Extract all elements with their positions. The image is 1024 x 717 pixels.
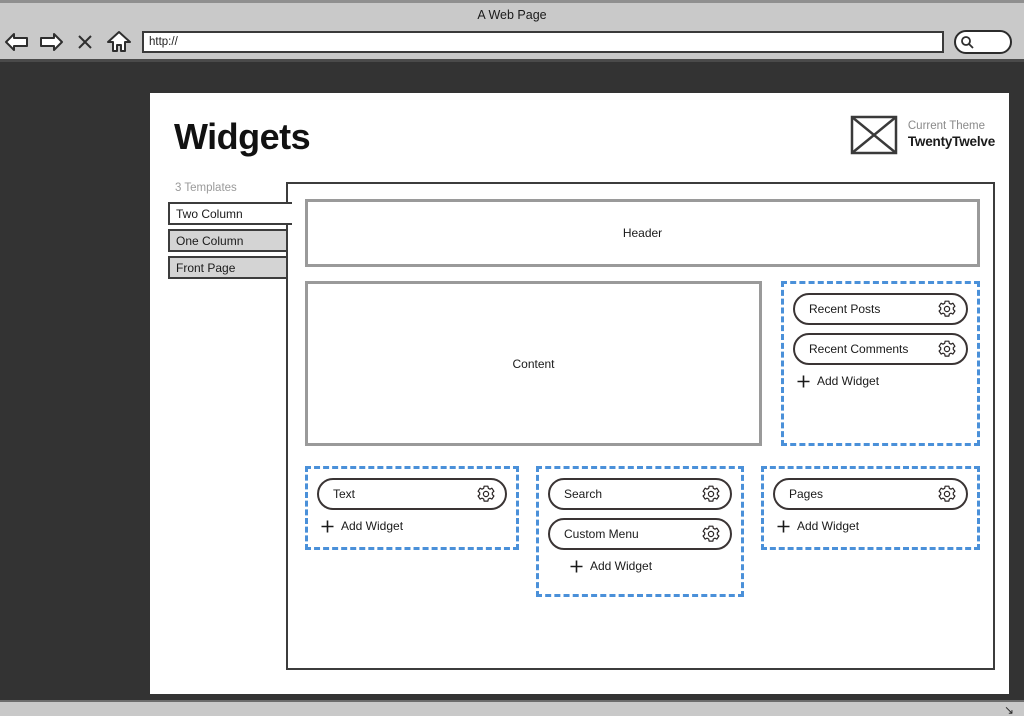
tab-front-page[interactable]: Front Page xyxy=(168,256,288,279)
add-widget-button[interactable]: Add Widget xyxy=(321,519,507,533)
layout-box-label: Content xyxy=(512,356,555,371)
dropzone-footer-three[interactable]: Pages Add Widget xyxy=(761,466,980,550)
widget-recent-comments[interactable]: Recent Comments xyxy=(793,333,968,365)
widget-label: Custom Menu xyxy=(564,527,639,541)
widget-label: Text xyxy=(333,487,356,501)
back-arrow-icon[interactable] xyxy=(0,28,34,56)
browser-status-bar: ↘ xyxy=(0,700,1024,716)
forward-arrow-icon[interactable] xyxy=(34,28,68,56)
browser-toolbar: http:// xyxy=(0,25,1024,59)
dropzone-footer-two[interactable]: Search Custom Menu xyxy=(536,466,744,597)
gear-icon[interactable] xyxy=(937,299,957,319)
widget-custom-menu[interactable]: Custom Menu xyxy=(548,518,732,550)
add-widget-label: Add Widget xyxy=(817,374,880,388)
widget-search[interactable]: Search xyxy=(548,478,732,510)
window-title: A Web Page xyxy=(477,8,547,22)
widget-pages[interactable]: Pages xyxy=(773,478,968,510)
tab-two-column[interactable]: Two Column xyxy=(168,202,292,225)
page-canvas: Widgets Current Theme TwentyTwelve 3 Tem… xyxy=(150,93,1009,694)
url-bar[interactable]: http:// xyxy=(142,31,944,53)
plus-icon xyxy=(777,520,790,532)
add-widget-label: Add Widget xyxy=(341,519,404,533)
tab-label: Front Page xyxy=(176,260,236,275)
gear-icon[interactable] xyxy=(937,484,957,504)
gear-icon[interactable] xyxy=(701,484,721,504)
plus-icon xyxy=(321,520,334,532)
plus-icon xyxy=(570,560,583,572)
add-widget-button[interactable]: Add Widget xyxy=(570,559,732,573)
template-tab-strip: Two Column One Column Front Page xyxy=(168,202,292,283)
dropzone-sidebar[interactable]: Recent Posts Recent Comments xyxy=(781,281,980,446)
current-theme-name: TwentyTwelve xyxy=(907,133,995,149)
plus-icon xyxy=(797,375,810,387)
add-widget-label: Add Widget xyxy=(590,559,653,573)
stop-x-icon[interactable] xyxy=(68,28,102,56)
current-theme-block: Current Theme TwentyTwelve xyxy=(850,115,995,155)
current-theme-label: Current Theme xyxy=(907,120,986,133)
layout-box-header: Header xyxy=(305,199,980,267)
browser-search-field[interactable] xyxy=(954,30,1012,54)
add-widget-button[interactable]: Add Widget xyxy=(797,374,968,388)
browser-chrome: A Web Page http:// xyxy=(0,0,1024,62)
templates-count: 3 Templates xyxy=(175,182,237,194)
widget-label: Search xyxy=(564,487,603,501)
resize-grip-icon[interactable]: ↘ xyxy=(1003,703,1014,717)
layout-box-content: Content xyxy=(305,281,762,446)
image-placeholder-icon xyxy=(850,115,898,155)
template-layout-panel: Header Content Recent Posts Recent Comme… xyxy=(286,182,995,670)
theme-text: Current Theme TwentyTwelve xyxy=(908,119,995,150)
widget-label: Recent Comments xyxy=(809,342,909,356)
gear-icon[interactable] xyxy=(476,484,496,504)
home-icon[interactable] xyxy=(102,28,136,56)
gear-icon[interactable] xyxy=(937,339,957,359)
gear-icon[interactable] xyxy=(701,524,721,544)
browser-viewport: Widgets Current Theme TwentyTwelve 3 Tem… xyxy=(0,62,1024,700)
widget-label: Pages xyxy=(789,487,824,501)
search-icon xyxy=(961,36,974,49)
layout-box-label: Header xyxy=(622,226,663,240)
tab-one-column[interactable]: One Column xyxy=(168,229,288,252)
widget-text[interactable]: Text xyxy=(317,478,507,510)
tab-label: Two Column xyxy=(176,206,243,221)
page-title: Widgets xyxy=(174,116,311,157)
tab-label: One Column xyxy=(176,233,244,248)
dropzone-footer-one[interactable]: Text Add Widget xyxy=(305,466,519,550)
add-widget-label: Add Widget xyxy=(797,519,860,533)
widget-label: Recent Posts xyxy=(809,302,881,316)
url-text: http:// xyxy=(149,36,178,48)
add-widget-button[interactable]: Add Widget xyxy=(777,519,968,533)
widget-recent-posts[interactable]: Recent Posts xyxy=(793,293,968,325)
